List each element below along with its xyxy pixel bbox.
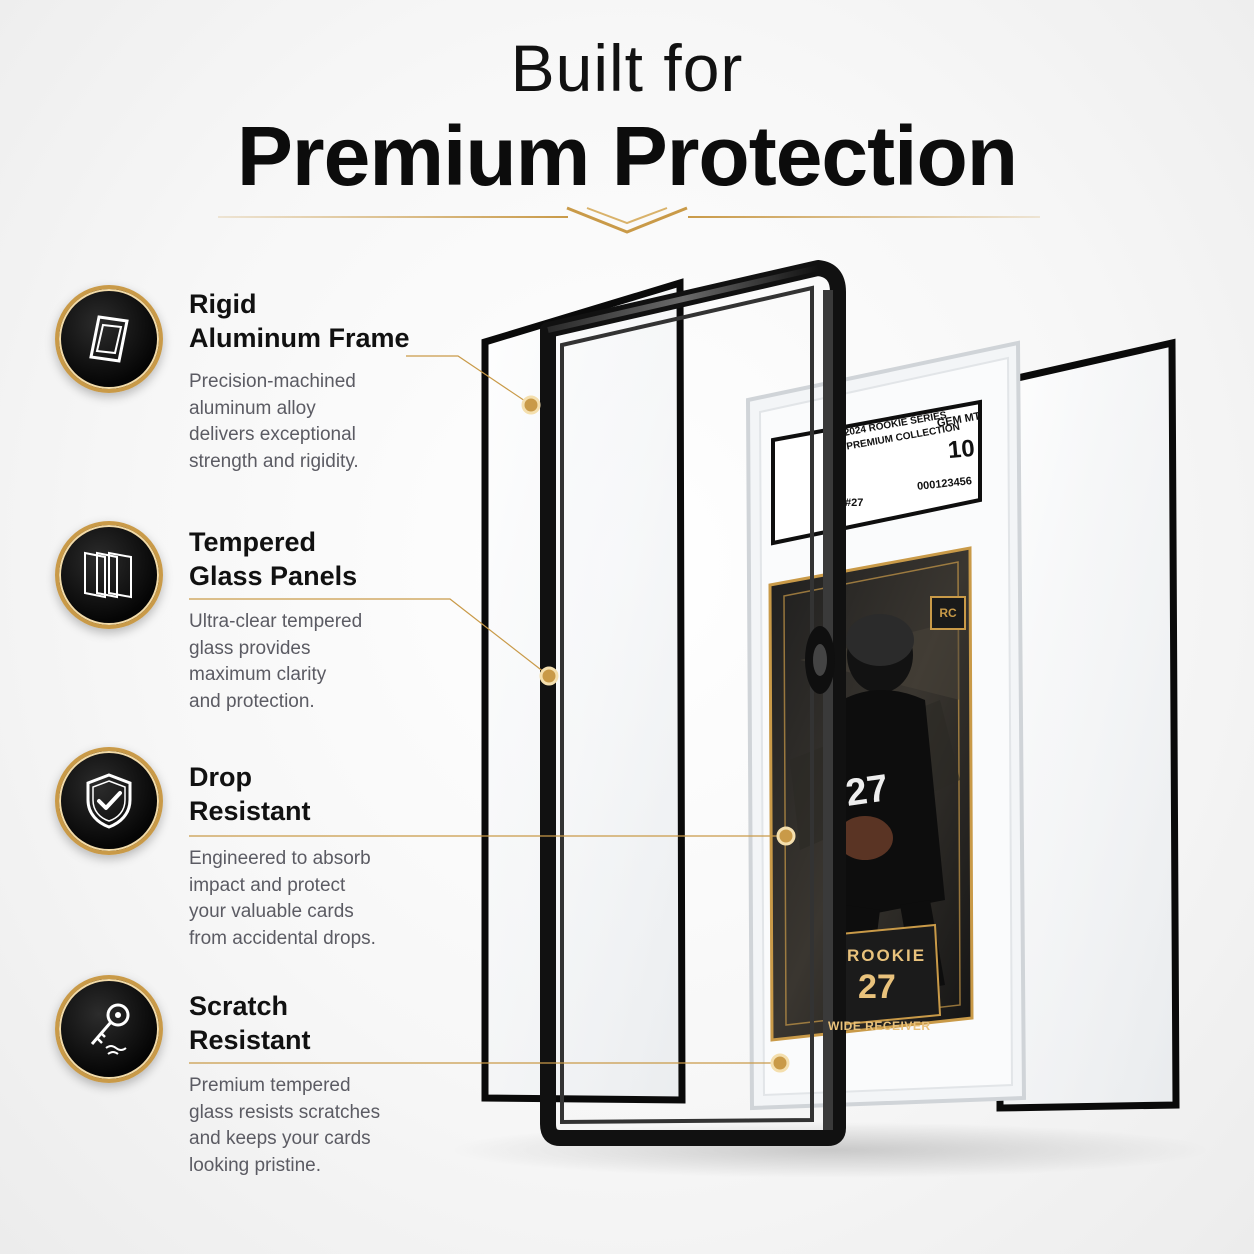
headline-top: Built for <box>510 31 744 105</box>
card-banner-number: 27 <box>858 968 896 1006</box>
key-scratch-icon <box>90 1003 130 1055</box>
card-position: WIDE RECEIVER <box>828 1019 931 1033</box>
aluminum-frame <box>540 260 846 1146</box>
glass-layers-icon <box>84 551 132 599</box>
card-banner-title: ROOKIE <box>847 946 927 965</box>
front-glass-panel <box>481 278 686 1104</box>
card-jersey-number: 27 <box>843 767 891 815</box>
feature-icon-badge <box>55 747 163 855</box>
frame-icon <box>89 315 129 363</box>
shield-check-icon <box>86 773 132 829</box>
feature-icon-badge <box>55 975 163 1083</box>
divider-right <box>688 216 1040 218</box>
feature-icon-badge <box>55 521 163 629</box>
divider-left <box>218 216 568 218</box>
card-rc-badge: RC <box>930 596 966 630</box>
slab-label-card-number: #27 <box>845 497 864 509</box>
back-glass-panel <box>996 338 1180 1112</box>
headline-main: Premium Protection <box>236 109 1018 203</box>
slab-label-grade: 10 <box>946 434 976 465</box>
feature-icon-badge <box>55 285 163 393</box>
chevron-down-icon <box>566 206 688 234</box>
